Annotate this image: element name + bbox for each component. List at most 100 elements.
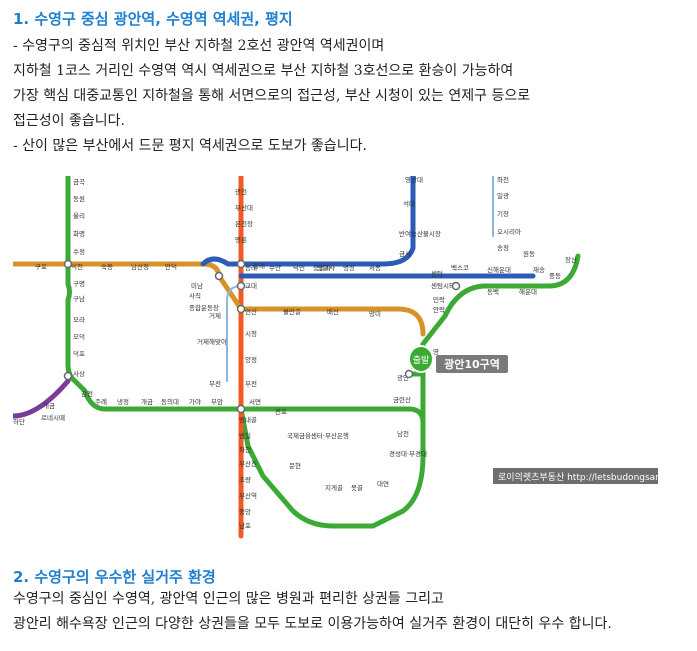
station-label: 초량 [239,476,251,484]
line-4-route [200,176,416,267]
station-label: 구포 [35,263,47,271]
line-2-route [65,176,426,529]
station-label: 부암 [211,398,223,406]
station-label: 남천 [397,429,409,438]
station-label: 중동 [549,272,561,280]
station-label: 문현 [289,462,301,470]
station-label: 반여농산물시장 [399,229,441,238]
station-label: 지게골 [325,483,343,492]
station-label: 교대 [245,282,257,290]
start-marker-label: 출발 [413,355,430,366]
station-label: 영산대 [405,176,423,184]
bexco-dot [451,281,461,291]
station-label: 장산 [565,255,577,264]
station-label: 동의대 [161,397,179,406]
section2-title: 2. 수영구의 우수한 실거주 환경 [13,568,216,586]
station-label: 전포 [275,407,287,416]
station-label: 서면 [249,397,261,406]
section1-line: 가장 핵심 대중교통인 지하철을 통해 서면으로의 접근성, 부산 시청이 있는… [13,88,531,104]
station-label: 동래 [245,263,257,272]
station-label: 충렬사 [313,263,331,272]
station-label: 가야 [189,397,201,406]
station-label: 중앙 [239,508,251,516]
station-label: 망미 [369,309,381,318]
callout-label: 광안10구역 [444,357,500,371]
station-label: 냉정 [117,397,129,406]
station-label: 해운대 [519,287,537,296]
yeonsan-dot [236,304,246,314]
station-label: 동원 [73,194,85,203]
station-label: 송정 [497,243,509,252]
line-2-east-route [406,253,581,377]
gyodae-dot [236,281,246,291]
station-label: 종합운동장 [189,303,219,312]
station-label: 서동 [369,263,381,272]
section1-line: - 산이 많은 부산에서 드문 평지 역세권으로 도보가 좋습니다. [13,138,367,154]
station-label: 국제금융센터·부산은행 [287,431,349,440]
station-label: 명륜 [235,235,247,244]
seomyeon-dot [236,404,246,414]
station-label: 개금 [141,397,153,406]
station-label: 물만골 [283,307,301,316]
station-label: 신해운대 [487,265,511,274]
station-label: 광천 [235,187,247,196]
gwangan-dot [404,369,414,379]
section2-line: 광안리 해수욕장 인근의 다양한 상권들을 모두 도보로 이용가능하여 실거주 … [13,616,612,632]
station-label: 부산진 [239,459,257,468]
station-label: 좌천 [497,176,509,184]
station-label: 수정 [73,247,85,256]
station-label: 센텀시티 [431,281,455,290]
station-label: 충렬사 [317,263,335,272]
station-label: 동래 [253,261,265,270]
station-label: 안락 [433,305,445,314]
section1-line: 접근성이 좋습니다. [13,113,125,129]
station-label: 르네시떼 [41,413,65,422]
station-label: 거제해맞이 [197,337,227,346]
station-label: 배산 [327,307,339,316]
station-label: 석대 [403,199,415,208]
station-label: 만덕 [165,262,177,271]
minam-dot [214,271,224,281]
station-label: 센텀 [431,269,443,278]
station-label: 대연 [377,480,389,488]
station-label: 연산 [245,307,257,316]
station-label: 감전 [81,389,93,398]
station-label: 일광 [497,191,509,200]
station-label: 미남 [191,281,203,290]
purple-route [13,378,71,419]
station-label: 사직 [189,291,201,300]
station-label: 원동 [523,249,535,258]
start-marker: 출발 광안10구역 [408,345,508,373]
line-3-route [13,261,426,337]
station-label: 수영 [427,347,439,356]
station-label: 부산대 [235,203,253,212]
station-label: 숙등 [101,263,113,271]
station-label: 부산역 [239,491,257,500]
section2-body: 수영구의 중심인 수영역, 광안역 인근의 많은 병원과 편리한 상권들 그리고… [13,587,612,637]
station-label: 시청 [245,330,257,338]
dongnae-dot [236,259,246,269]
section1-line: - 수영구의 중심적 위치인 부산 지하철 2호선 광안역 역세권이며 [13,38,385,54]
station-label: 오시리아 [497,227,521,236]
station-label: 낙민 [293,263,305,272]
station-label: 민락 [433,295,445,304]
station-label: 부전 [209,379,221,388]
station-label: 금곡 [73,178,85,186]
deokcheon-dot [63,259,73,269]
station-label: 구남 [73,294,85,303]
station-label: 화명 [73,229,85,238]
station-label: 좌천 [239,445,251,454]
station-label: 광안 [397,373,409,382]
station-label: 구명 [73,279,85,288]
section1-title: 1. 수영구 중심 광안역, 수영역 역세권, 평지 [13,10,293,28]
watermark-text: 로이의렛츠부동산 http://letsbudongsan.com [498,472,683,483]
station-label: 주례 [95,397,107,406]
station-label: 부전 [245,379,257,388]
section2-line: 수영구의 중심인 수영역, 광안역 인근의 많은 병원과 편리한 상권들 그리고 [13,591,444,607]
section1-line: 지하철 1코스 거리인 수영역 역시 역세권으로 부산 지하철 3호선으로 환승… [13,63,514,79]
station-label: 못골 [351,484,363,492]
station-label: 재송 [533,266,545,274]
station-label: 남산정 [131,262,149,271]
section1-body: - 수영구의 중심적 위치인 부산 지하철 2호선 광안역 역세권이며 지하철 … [13,34,530,159]
